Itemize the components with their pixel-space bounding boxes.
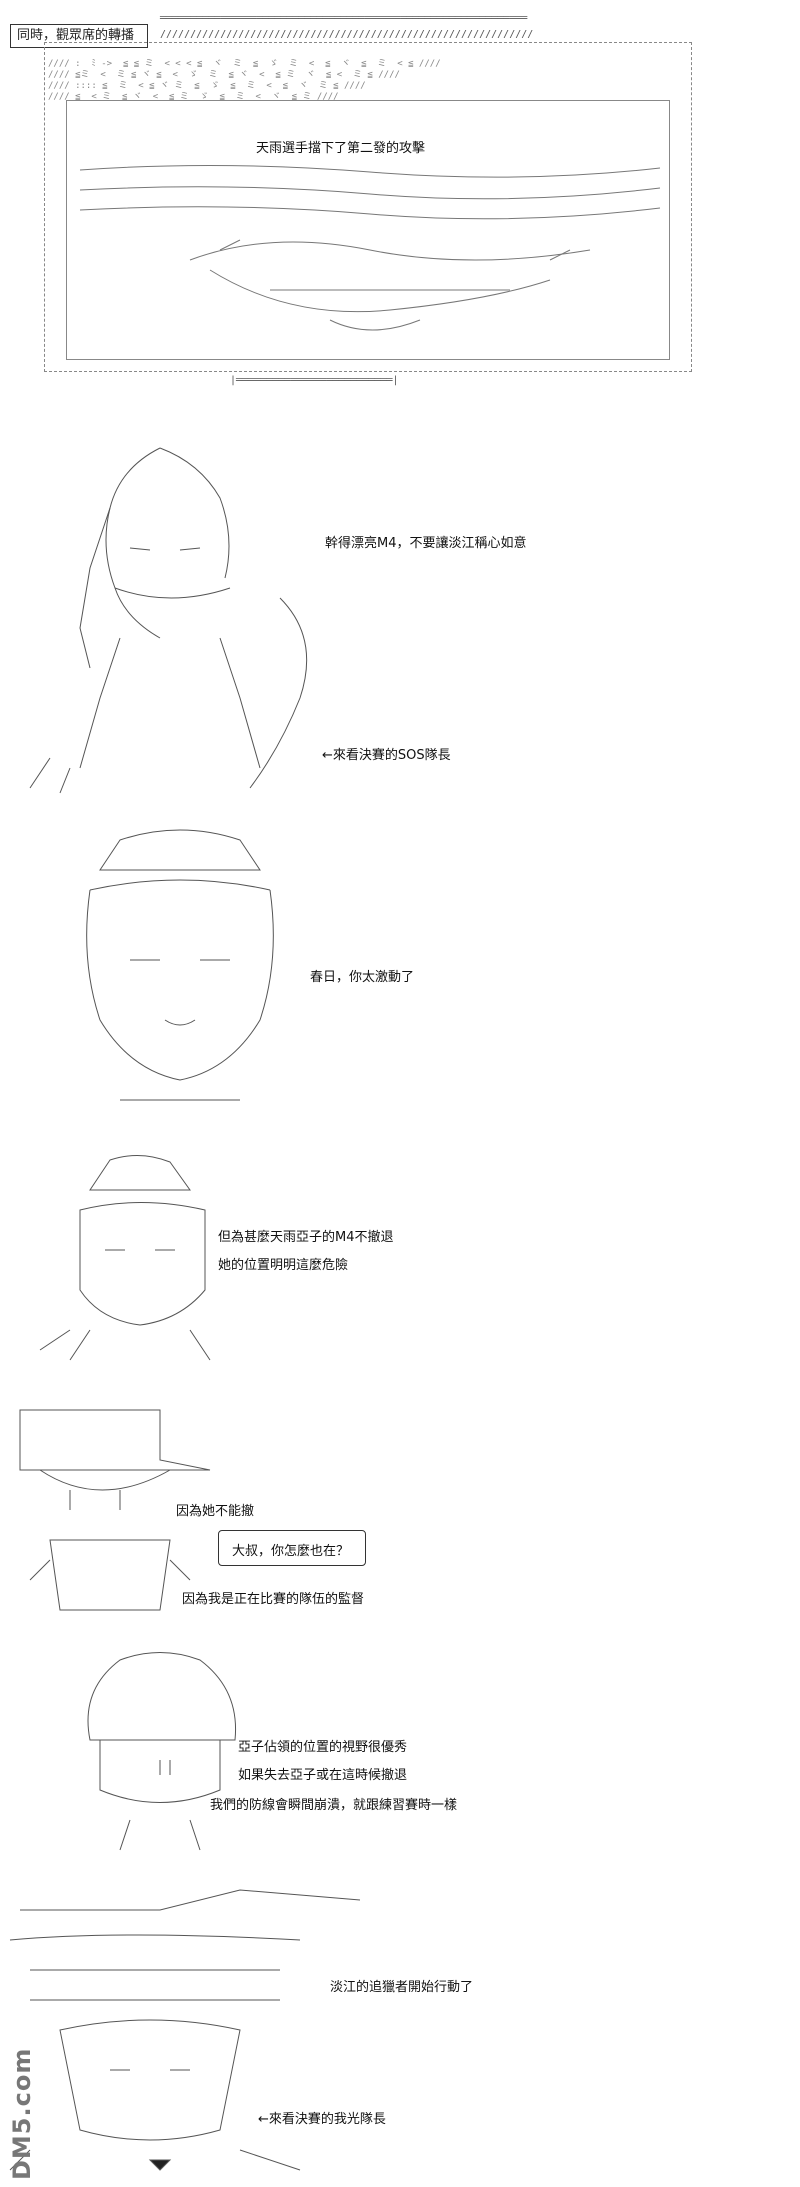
panel5-line1: 亞子佔領的位置的視野很優秀 — [238, 1740, 408, 1755]
ascii-art-figure — [60, 820, 300, 1120]
panel6-line1: 淡江的追獵者開始行動了 — [330, 1980, 474, 1995]
banner-slash-row: ////////////////////////////////////////… — [160, 29, 534, 40]
panel1-note: ←來看決賽的SOS隊長 — [322, 748, 451, 763]
banner-texture: //// : ﾐ -> ≦ ≦ ミ < < < ≦ ヾ ミ ≦ ゞ ミ < ≦ … — [48, 59, 441, 102]
banner-frame — [44, 42, 692, 372]
panel5-line2: 如果失去亞子或在這時候撤退 — [238, 1768, 408, 1783]
caption-text: 同時，觀眾席的轉播 — [17, 28, 135, 43]
banner-bottom-border: |══════════════════════════| — [230, 375, 399, 386]
ascii-art-figure — [20, 438, 340, 798]
ascii-art-figure — [60, 1650, 260, 1851]
watermark-logo: DM5.com — [8, 2047, 36, 2180]
panel2-line1: 春日，你太激動了 — [310, 970, 415, 985]
caption-box: 同時，觀眾席的轉播 — [10, 24, 148, 48]
banner-screen — [66, 100, 670, 360]
speech-bubble — [218, 1530, 366, 1566]
panel3-line1: 但為甚麼天雨亞子的M4不撤退 — [218, 1230, 394, 1245]
panel3-line2: 她的位置明明這麼危險 — [218, 1258, 349, 1273]
banner-top-border: ════════════════════════════════════════… — [160, 13, 528, 24]
ascii-art-figure — [30, 1150, 230, 1370]
panel4-line2: 因為我是正在比賽的隊伍的監督 — [182, 1592, 365, 1607]
banner-headline: 天雨選手擋下了第二發的攻擊 — [256, 141, 426, 156]
ascii-art-figure — [0, 1870, 380, 2180]
ascii-art-figure — [10, 1400, 230, 1630]
ascii-art-figure — [70, 150, 670, 360]
panel4-line1: 因為她不能撤 — [176, 1504, 255, 1519]
panel1-line1: 幹得漂亮M4，不要讓淡江稱心如意 — [325, 536, 527, 551]
panel6-note: ←來看決賽的我光隊長 — [258, 2112, 386, 2127]
panel5-line3: 我們的防線會瞬間崩潰，就跟練習賽時一樣 — [210, 1798, 458, 1813]
panel4-bubble-text: 大叔，你怎麼也在？ — [232, 1544, 350, 1559]
